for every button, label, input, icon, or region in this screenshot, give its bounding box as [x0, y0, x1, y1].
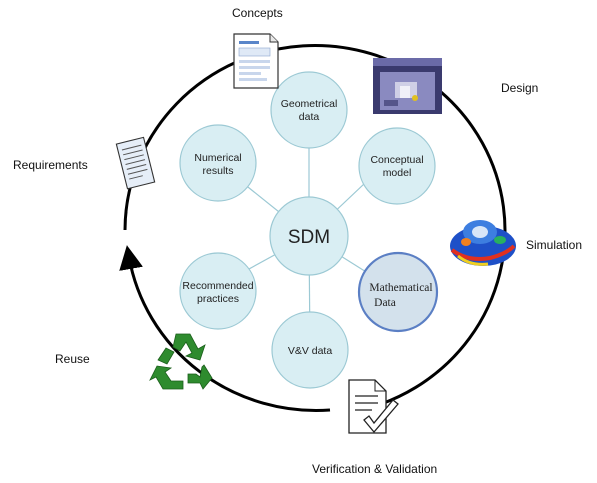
node-vv-data: V&V data: [271, 311, 349, 389]
node-label-line: data: [299, 111, 320, 123]
node-label-line: practices: [197, 293, 239, 305]
center-label: SDM: [288, 227, 330, 248]
label-verification: Verification & Validation: [312, 462, 438, 476]
node-conceptual-model: Conceptual model: [358, 127, 436, 205]
label-requirements: Requirements: [13, 158, 88, 172]
checklist-document-icon: [348, 379, 399, 434]
node-geometrical-data: Geometrical data: [270, 71, 348, 149]
node-recommended-practices: Recommended practices: [179, 252, 257, 330]
node-numerical-results: Numerical results: [179, 124, 257, 202]
node-mathematical-data: Mathematical Data: [357, 251, 439, 333]
simulation-mesh-icon: [450, 220, 516, 266]
label-reuse: Reuse: [55, 352, 90, 366]
cad-screenshot-icon: [373, 58, 442, 114]
node-label-line: Conceptual: [370, 154, 423, 166]
node-label-line: results: [203, 165, 234, 177]
node-label-line: Data: [374, 297, 396, 309]
node-label-line: Numerical: [194, 152, 241, 164]
cycle-arc-return: [119, 245, 331, 412]
node-label-line: model: [383, 167, 412, 179]
label-concepts: Concepts: [232, 6, 283, 20]
center-node: SDM: [269, 196, 349, 276]
label-design: Design: [501, 81, 539, 95]
node-label-line: V&V data: [288, 345, 333, 357]
node-label-line: Mathematical: [369, 282, 432, 294]
recycle-icon: [149, 333, 213, 390]
node-label-line: Recommended: [182, 280, 253, 292]
label-simulation: Simulation: [526, 238, 583, 252]
document-form-icon: [233, 33, 279, 89]
text-document-icon: [115, 136, 156, 190]
node-label-line: Geometrical: [281, 98, 338, 110]
